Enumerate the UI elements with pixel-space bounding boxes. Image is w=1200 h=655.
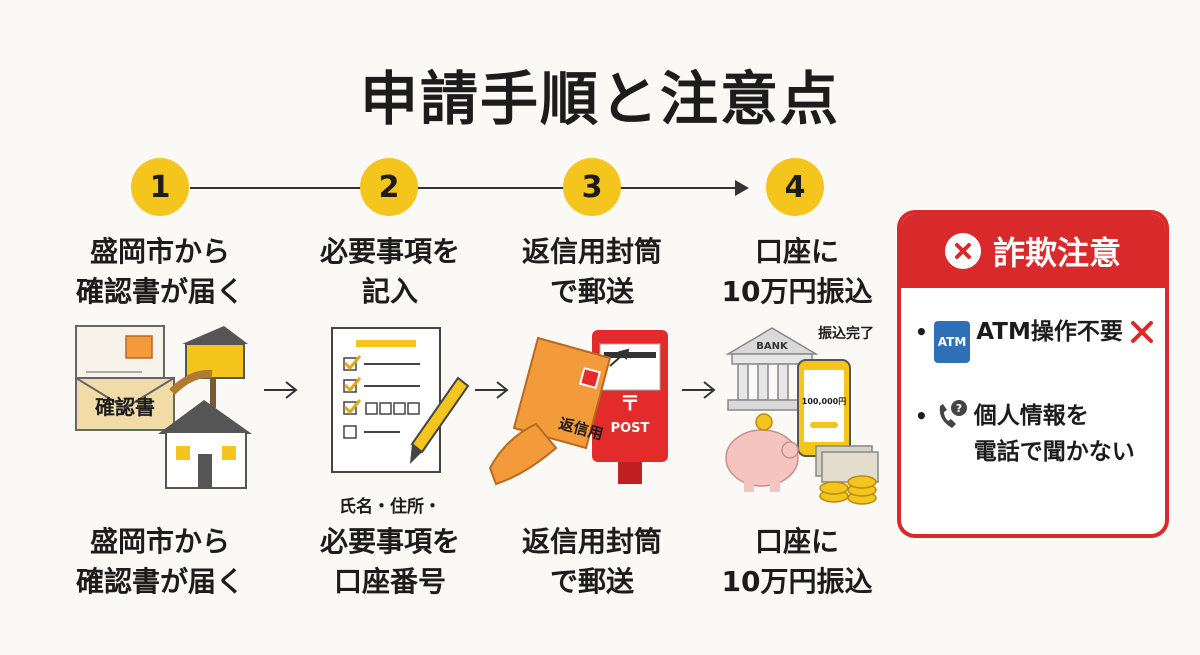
bullet: • [915, 320, 928, 344]
stamp-icon [125, 335, 153, 359]
warning-item-phone: • ? 個人情報を 電話で聞かない [915, 398, 1135, 470]
step-1-number: 1 [131, 158, 189, 216]
document-label: 確認書 [95, 395, 155, 419]
fraud-warning-panel: 詐欺注意 • ATM ATM操作不要 • ? 個人情報を 電話で聞かない [897, 210, 1169, 538]
fraud-warning-header: 詐欺注意 [901, 214, 1165, 288]
step-3-bottom-label: 返信用封筒 で郵送 [521, 525, 662, 598]
checklist-illustration [331, 327, 470, 473]
pen-icon [410, 376, 470, 464]
letter-house-illustration: 確認書 [75, 325, 252, 489]
atm-icon: ATM [933, 321, 971, 363]
step-4-bottom-label: 口座に 10万円振込 [721, 525, 873, 598]
step-3-number: 3 [563, 158, 621, 216]
timeline-line [190, 187, 738, 189]
post-label: POST [611, 421, 650, 436]
hand-icon [488, 422, 558, 486]
step-2-note: 氏名・住所・ [339, 497, 441, 517]
bank-transfer-illustration: BANK 振込完了 100,000円 [725, 325, 879, 505]
timeline-arrowhead [735, 180, 749, 196]
bullet: • [915, 404, 928, 428]
warning-item-atm: • ATM ATM操作不要 [915, 314, 1155, 363]
post-mark-icon: 〒 [620, 391, 640, 415]
piggy-bank-icon [725, 429, 799, 492]
x-circle-icon [944, 233, 981, 269]
cross-mark-icon [1130, 321, 1153, 343]
page-title: 申請手順と注意点 [359, 65, 840, 133]
warning-item-atm-text: ATM操作不要 [976, 319, 1123, 345]
mail-post-illustration: 〒 POST 返信用 [488, 330, 668, 486]
phone-question-icon: ? [939, 400, 967, 428]
bank-label: BANK [756, 341, 789, 352]
step-1-label: 盛岡市から 確認書が届く [75, 235, 244, 308]
step-4-label: 口座に 10万円振込 [721, 235, 873, 308]
fraud-warning-title: 詐欺注意 [992, 234, 1121, 272]
banknotes-icon [815, 445, 879, 483]
step-1-bottom-label: 盛岡市から 確認書が届く [75, 525, 244, 598]
coin-icon [755, 413, 773, 431]
envelope-icon [75, 377, 175, 431]
step-4-number: 4 [766, 158, 824, 216]
arrow-1-2 [264, 381, 298, 399]
transfer-done-label: 振込完了 [818, 325, 874, 342]
svg-text:?: ? [956, 402, 962, 415]
step-2-label: 必要事項を 記入 [319, 235, 460, 308]
step-2-number: 2 [360, 158, 418, 216]
arrow-2-3 [475, 381, 509, 399]
house-roof [158, 400, 252, 434]
step-3-label: 返信用封筒 で郵送 [521, 235, 662, 308]
mailbox-roof [182, 326, 248, 344]
arrow-3-4 [682, 381, 716, 399]
step-2-bottom-label: 必要事項を 口座番号 [319, 525, 460, 598]
coin-stack-icon [819, 475, 877, 505]
phone-amount: 100,000円 [802, 397, 846, 406]
return-envelope-icon [512, 336, 612, 450]
warning-item-phone-text: 個人情報を 電話で聞かない [973, 403, 1135, 465]
